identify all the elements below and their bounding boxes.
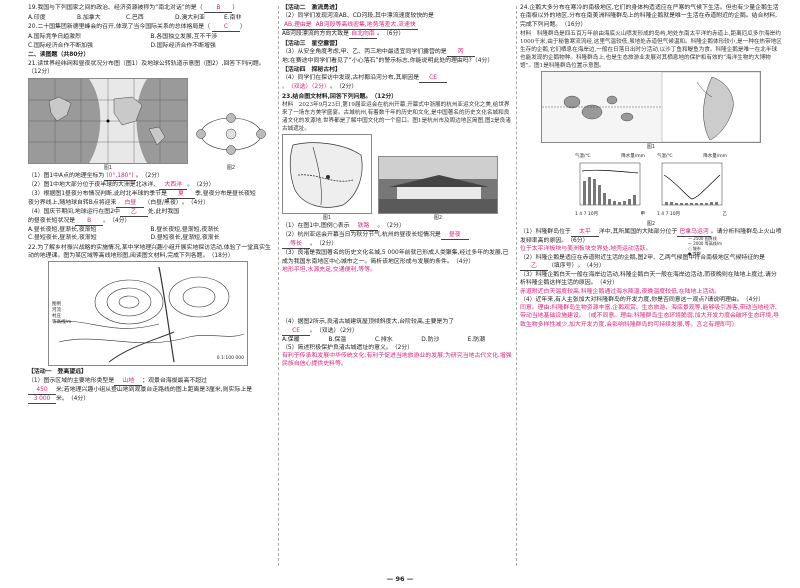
figure-caption: 图2 <box>226 164 236 171</box>
c2-s4b: 。（双选）（2分）。（2分） <box>282 84 358 91</box>
figure-caption: 图2 <box>646 220 656 227</box>
q24-s2: （2）科隆企鹅是适应在赤道附近生活的企鹅,图2甲、乙两气候图中符合南极地区气候特… <box>520 254 765 271</box>
q21-s3b: 夜分界线上,随地球自转B点将迎来白昼（白昼/黑夜）。（4分） <box>28 200 210 209</box>
q23-s3: （3）良渚是我国著名的历史文化名城,5 000年前就已形成人类聚集,经过多年的发… <box>282 250 509 265</box>
q21-s4: （4）国庆节期间,地球运行在图2中乙处,此时我国 <box>28 209 180 218</box>
q24-s4: （4）近年来,有人主张加大对科隆群岛的开发力度,你是否同意这一观点?请说明理由。… <box>520 296 765 303</box>
world-daynight-map <box>28 77 188 164</box>
q23: 23.结合图文材料,回答下列问题。（12分） <box>282 93 398 100</box>
q24-s3-answer: 赤道附近白天温度较高,科隆企鹅通过海水降温,夜晚温度较低,在陆地上活动。 <box>520 288 721 295</box>
q24-s4-answer: 同意。理由:科隆群岛生物资源丰富,企鹅观赏、生态旅游、海底景观等,能够吸引游客,… <box>520 305 780 328</box>
q23-s3-answer: 地形平坦,水源充足,交通便利,等等。 <box>282 266 376 273</box>
q23-figures: 图1 图2 <box>282 134 514 222</box>
map-legend: 图例河流村庄等高线/m <box>52 302 72 326</box>
c2-s3: （3）从安全角度考虑,甲、乙、丙三地中最适宜同学们露营的是丙 <box>282 48 514 57</box>
q23-s1: （1）在图1中,图例○表示铁路。（2分） <box>282 223 405 232</box>
q23-s2b: 等长。（2分） <box>282 240 514 250</box>
answer-blank: B <box>204 5 233 13</box>
q23-s2: （2）杭州亚运会开幕当日为秋分节气,杭州的昼夜长短情况是昼夜 <box>282 231 514 241</box>
figure-caption: 图1 <box>103 164 113 171</box>
activity-4-title: 【活动四 探秘古村】 <box>282 67 341 74</box>
q20: 20.二十国集团新德里峰会的召开,体现了当今国际关系的总体格局是（ C） <box>28 24 246 33</box>
contour-map: 图例河流村庄等高线/m 0 1:100 000 <box>48 261 248 367</box>
hangzhou-map <box>282 134 372 215</box>
q24-material: 材料 科隆群岛是四五百万年前由海底火山喷发形成的岛屿,地处东南太平洋的赤道上,距… <box>520 30 782 69</box>
q23-s4: （4）据图2所示,良渚古城建筑屋顶倾斜度大,台阶较高,主要是为了 <box>282 319 455 326</box>
column-left: 19.我国与下列国家之间的政治、经济资源被称为“南北对话”的是（ B） A.印度… <box>28 4 273 404</box>
page-number: — 96 — <box>386 575 414 583</box>
figure-caption: 图1 <box>646 143 656 150</box>
c2-s3b: 地;在赛途中同学们看见了“小心落石”的警示标志,你能说明此处的理由吗?（4分） <box>282 57 494 64</box>
activity-2-title: 【活动二 激流勇进】 <box>282 5 341 11</box>
liangzhu-photo <box>378 156 498 215</box>
q21-figures: 图1 图2 <box>28 77 273 172</box>
q21-s2: （2）图1中地大部分位于夜半球的大洲是北冰洋、大西洋。（2分） <box>28 182 215 191</box>
galapagos-map <box>541 70 761 143</box>
q22: 22.为了解乡村振兴战略的实施情况,某中学地理兴趣小组开展实地探访活动,体验了一… <box>28 244 271 259</box>
c2-s2: （2）同学们发现河流AB、CD河段,其中漂流速度较快的是 <box>282 13 434 20</box>
q21: 21.读世界经纬网和昼夜状况分布图（图1）及地球公转轨道示意图（图2）,回答下列… <box>28 61 265 76</box>
q24-fig1: 图1 <box>520 70 782 151</box>
column-middle: 【活动二 激流勇进】 （2）同学们发现河流AB、CD河段,其中漂流速度较快的是 … <box>282 4 514 369</box>
q23-material: 材料 2023年9月23日,第19届亚运会在杭州开幕,开幕式中浙展的杭州亚运文化… <box>282 102 511 133</box>
q21-s1: （1）图1中A点的地理坐标为(0°,180°)。（2分） <box>28 173 163 182</box>
column-divider <box>278 6 279 566</box>
activity-3-title: 【活动三 星空露营】 <box>282 40 341 47</box>
q24-s1: （1）科隆群岛位于太平洋中,其所属国的大陆部分位于巴拿马运河。请分析科隆群岛上火… <box>520 229 782 245</box>
q23-s5-answer: 有利于传承和发展中华传统文化;有利于促进当地旅游业的发展;为研究当地古代文化,增… <box>282 353 512 368</box>
activity-1-title: 【活动一 登高望远】 <box>28 369 87 376</box>
map-legend: — 2500 国界线— 2000 等高线/m○ 城市● 首都 <box>688 236 722 256</box>
q23-s5: （5）简述积极保护良渚古城遗址的意义。（2分） <box>282 344 414 351</box>
q24: 24.企鹅大多分布在寒冷的南极地区,它们的身体构造适应在严寒的气候下生活。但也有… <box>520 5 779 28</box>
column-divider <box>516 6 517 566</box>
q19: 19.我国与下列国家之间的政治、经济资源被称为“南北对话”的是（ B） <box>28 5 239 13</box>
section-title: 二、读图题（共80分） <box>28 51 90 58</box>
column-right: 24.企鹅大多分布在寒冷的南极地区,它们的身体构造适应在严寒的气候下生活。但也有… <box>520 4 782 329</box>
figure-caption: 图2 <box>433 215 443 222</box>
q21-s3: （3）根据图1昼夜分布情况判断,此时北半球的季节是夏季,昼夜分布是昼长夜短 <box>28 191 256 200</box>
map-scale: 0 1:100 000 <box>216 355 244 361</box>
q22-s1: （1）图示区域的主要地形类型是山地；观景台海拔最高不超过 <box>28 377 208 386</box>
q23-s4b: CE。（双选）（2分） <box>282 327 514 336</box>
c2-s2c: AB河段漂流的方向大致是自北向南。（6分） <box>282 30 405 39</box>
figure-caption: 图1 <box>322 215 332 222</box>
answer-blank: C <box>211 24 240 33</box>
q24-s3: （3）科隆企鹅白天一般在海岸边活动,科隆企鹅白天一般在海岸边活动,而夜晚则在陆地… <box>520 271 777 287</box>
earth-orbit-diagram <box>196 104 266 164</box>
q24-s1-answer: 位于太平洋板块与美洲板块交界处,地壳运动活跃。 <box>520 246 652 253</box>
